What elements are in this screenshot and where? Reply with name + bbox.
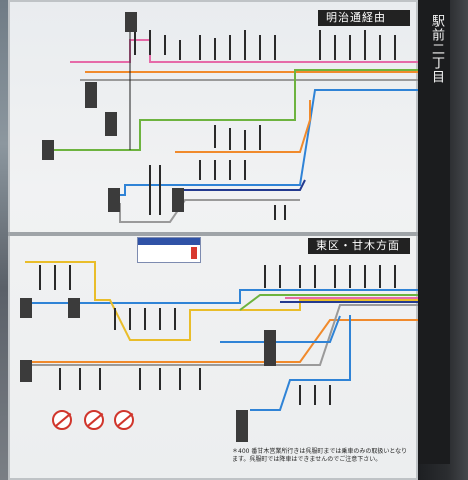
stop-ticks-bottom xyxy=(39,265,396,405)
station-box xyxy=(108,188,120,212)
station-box xyxy=(236,410,248,442)
no-smoking-icon xyxy=(84,410,104,430)
station-box xyxy=(172,188,184,212)
route-line-blue-branch xyxy=(250,315,351,411)
route-line-yellow xyxy=(25,261,418,341)
route-line-orange-2 xyxy=(175,100,311,153)
station-box xyxy=(105,112,117,136)
route-line-green xyxy=(45,69,418,151)
station-side-panel xyxy=(418,0,450,464)
route-line-orange-bottom xyxy=(20,319,418,363)
section-divider xyxy=(8,232,418,236)
station-box xyxy=(20,360,32,382)
legend-header xyxy=(138,238,200,245)
route-legend xyxy=(137,237,201,263)
station-box xyxy=(20,298,32,318)
station-name-label: 駅前二丁目 xyxy=(429,14,444,84)
bottom-section-header: 東区・甘木方面 xyxy=(308,238,410,254)
station-box xyxy=(85,82,97,108)
route-line-navy xyxy=(175,179,306,191)
route-note: ＊400 番甘木営業所行きは呉服町までは乗車のみの取扱いとなります。呉服町では降… xyxy=(232,448,408,463)
no-phone-icon xyxy=(114,410,134,430)
station-box xyxy=(68,298,80,318)
station-box xyxy=(42,140,54,160)
stop-ticks-top xyxy=(134,30,396,220)
route-line-blue-mid xyxy=(220,315,341,343)
route-line-gray-bottom xyxy=(20,304,418,366)
route-line-gray-2 xyxy=(119,199,300,223)
route-line-green-bottom xyxy=(239,294,418,311)
station-box xyxy=(264,330,276,366)
legend-red-marker xyxy=(191,247,197,259)
station-box xyxy=(125,12,137,32)
route-line-blue-top xyxy=(110,89,418,196)
top-section-header: 明治通経由 xyxy=(318,10,410,26)
no-food-icon xyxy=(52,410,72,430)
